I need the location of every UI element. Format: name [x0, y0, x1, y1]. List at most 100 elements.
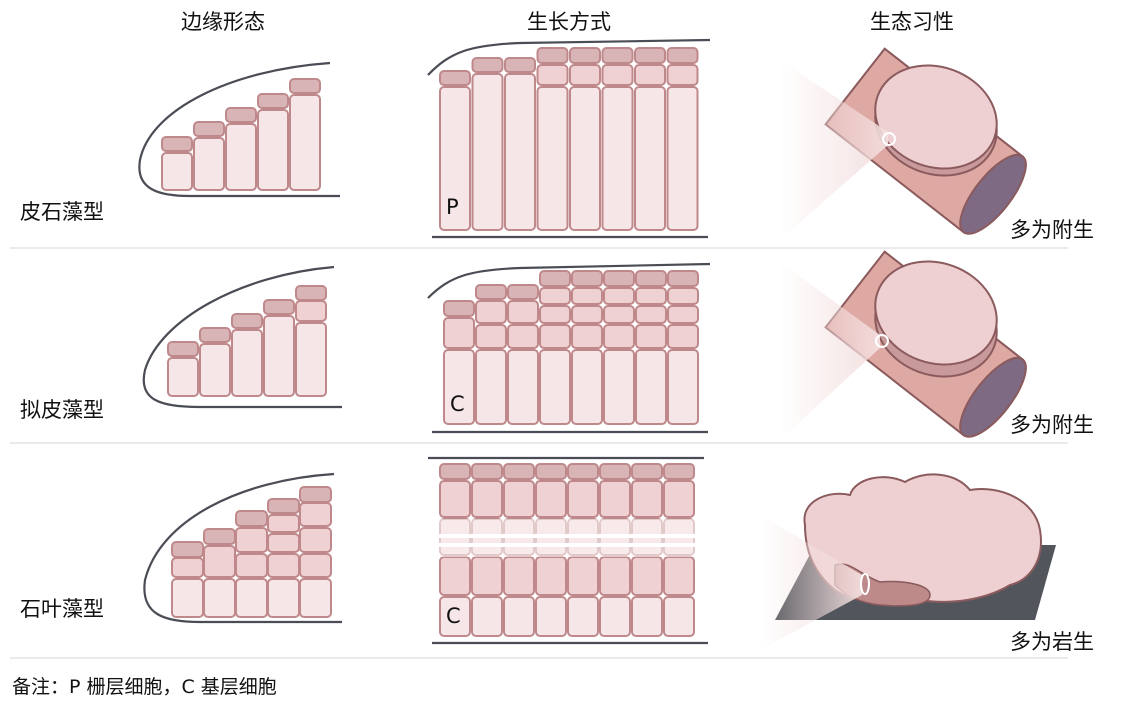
- cell: [539, 324, 571, 349]
- cell: [567, 480, 599, 518]
- cell-label-1: P: [446, 195, 459, 219]
- cell: [507, 324, 539, 349]
- cylinder-end: [959, 153, 1027, 235]
- cell: [443, 317, 475, 349]
- cell: [571, 349, 603, 425]
- cell: [471, 73, 504, 231]
- epiphyte-illustration-2: [780, 250, 1027, 440]
- cell: [203, 545, 236, 578]
- cell: [631, 480, 663, 518]
- cell: [599, 556, 631, 596]
- cell: [267, 533, 300, 553]
- cell: [267, 578, 300, 618]
- cap-cell: [666, 47, 699, 64]
- cap-cell: [535, 463, 567, 480]
- break-lines: [435, 534, 697, 547]
- cell: [634, 64, 666, 86]
- thallus-disc: [874, 64, 998, 170]
- cell: [299, 502, 332, 527]
- cap-cell: [443, 300, 475, 317]
- habit-label-1: 多为附生: [1010, 218, 1094, 242]
- cell: [634, 86, 666, 231]
- habit-label-2: 多为附生: [1010, 413, 1094, 437]
- cell: [199, 343, 231, 397]
- cell: [631, 556, 663, 596]
- cell-layers: [161, 47, 699, 637]
- cell: [299, 578, 332, 618]
- cap-cell: [471, 57, 504, 73]
- cell: [631, 596, 663, 637]
- cap-cell: [603, 270, 635, 287]
- cell: [567, 556, 599, 596]
- cap-cell: [295, 285, 327, 301]
- cell: [263, 315, 295, 397]
- type-label-2: 拟皮藻型: [20, 398, 104, 422]
- magnify-beam: [780, 60, 888, 240]
- header-growth-mode: 生长方式: [527, 10, 611, 34]
- cell: [599, 596, 631, 637]
- cell: [504, 73, 536, 231]
- epiphyte-illustration-1: [780, 47, 1027, 240]
- cell-label-2: C: [450, 392, 465, 416]
- cell: [635, 305, 667, 324]
- cell: [267, 514, 300, 533]
- cell: [603, 324, 635, 349]
- cylinder-end: [959, 356, 1027, 438]
- margin-outline-1: [138, 61, 340, 198]
- cell: [571, 305, 603, 324]
- cap-cell: [567, 463, 599, 480]
- cell: [193, 137, 225, 191]
- cell: [539, 305, 571, 324]
- cell: [666, 86, 699, 231]
- header-ecological-habit: 生态习性: [870, 10, 954, 34]
- lithophyte-illustration: [760, 473, 1056, 650]
- cell: [439, 596, 471, 637]
- cell: [171, 557, 204, 578]
- type-label-3: 石叶藻型: [20, 597, 104, 621]
- cap-cell: [193, 121, 225, 137]
- cell: [439, 556, 471, 596]
- cell: [289, 94, 321, 191]
- cell: [571, 324, 603, 349]
- cell: [167, 357, 199, 397]
- habit-label-3: 多为岩生: [1010, 630, 1094, 654]
- magnify-beam: [760, 515, 862, 650]
- cell: [635, 349, 667, 425]
- row-dividers: [10, 247, 1068, 659]
- cell: [295, 322, 327, 397]
- magnify-point: [860, 573, 870, 595]
- cell: [601, 64, 634, 86]
- cell: [439, 86, 471, 231]
- cap-cell: [257, 93, 289, 109]
- cap-cell: [536, 47, 569, 64]
- footnote: 备注：P 栅层细胞，C 基层细胞: [12, 676, 277, 698]
- header-margin-form: 边缘形态: [181, 10, 265, 34]
- cell: [667, 287, 699, 305]
- cap-cell: [539, 270, 571, 287]
- cell: [603, 349, 635, 425]
- cap-cell: [663, 463, 695, 480]
- cap-cell: [289, 78, 321, 94]
- cell: [471, 556, 503, 596]
- cap-cell: [569, 47, 601, 64]
- cell: [667, 349, 699, 425]
- cap-cell: [571, 270, 603, 287]
- cell: [536, 86, 569, 231]
- cell: [171, 578, 204, 618]
- cell: [601, 86, 634, 231]
- cell: [567, 596, 599, 637]
- cell: [635, 287, 667, 305]
- cell: [231, 329, 263, 397]
- cell: [666, 64, 699, 86]
- cell: [535, 480, 567, 518]
- cell: [295, 300, 327, 322]
- cell: [539, 287, 571, 305]
- outline-curves: [138, 38, 711, 645]
- cell: [235, 578, 268, 618]
- margin-outline-2: [142, 265, 342, 409]
- cell: [535, 596, 567, 637]
- cell: [257, 109, 289, 191]
- cell: [471, 596, 503, 637]
- growth-top-1: [427, 38, 711, 76]
- cell-label-3: C: [446, 604, 461, 628]
